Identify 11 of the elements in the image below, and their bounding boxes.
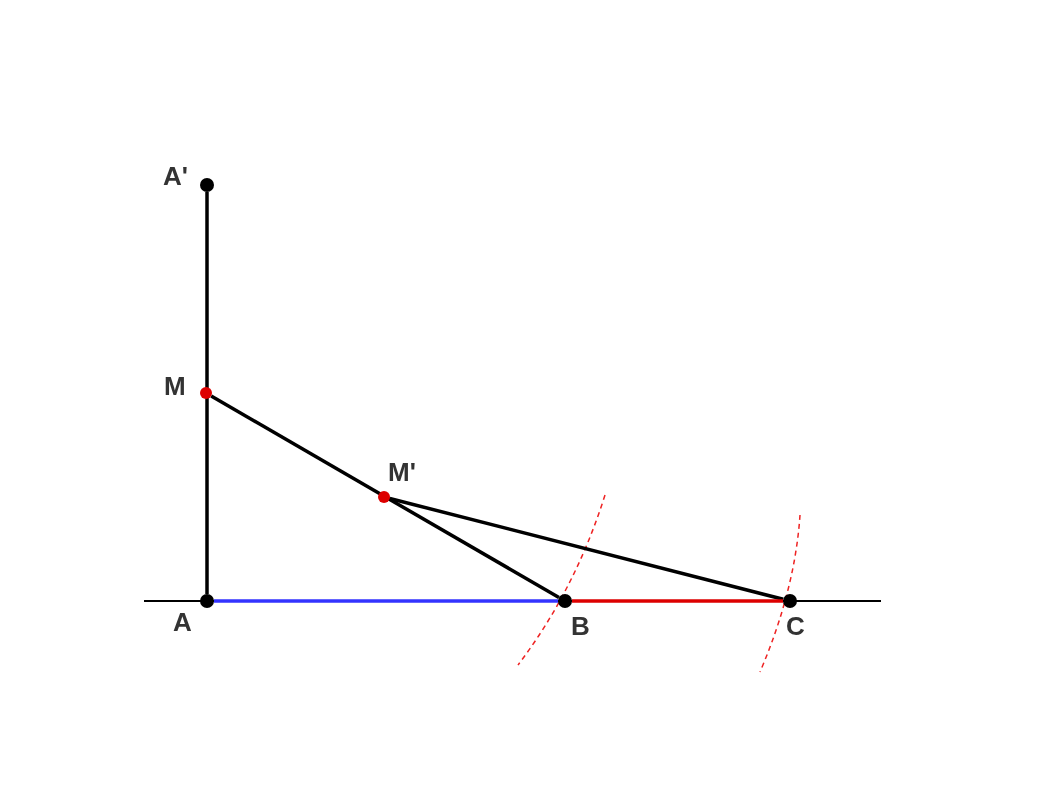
point-label: A [173, 609, 192, 635]
line-segment [205, 192, 209, 594]
point-label: B [571, 613, 590, 639]
point-label: C [786, 613, 805, 639]
point-label: M [164, 373, 186, 399]
line-segment [572, 599, 783, 603]
line-segment [214, 599, 558, 603]
point-label: M' [388, 459, 416, 485]
line-segment [210, 394, 560, 599]
point-label: A' [163, 163, 188, 189]
line-segment [389, 496, 784, 601]
